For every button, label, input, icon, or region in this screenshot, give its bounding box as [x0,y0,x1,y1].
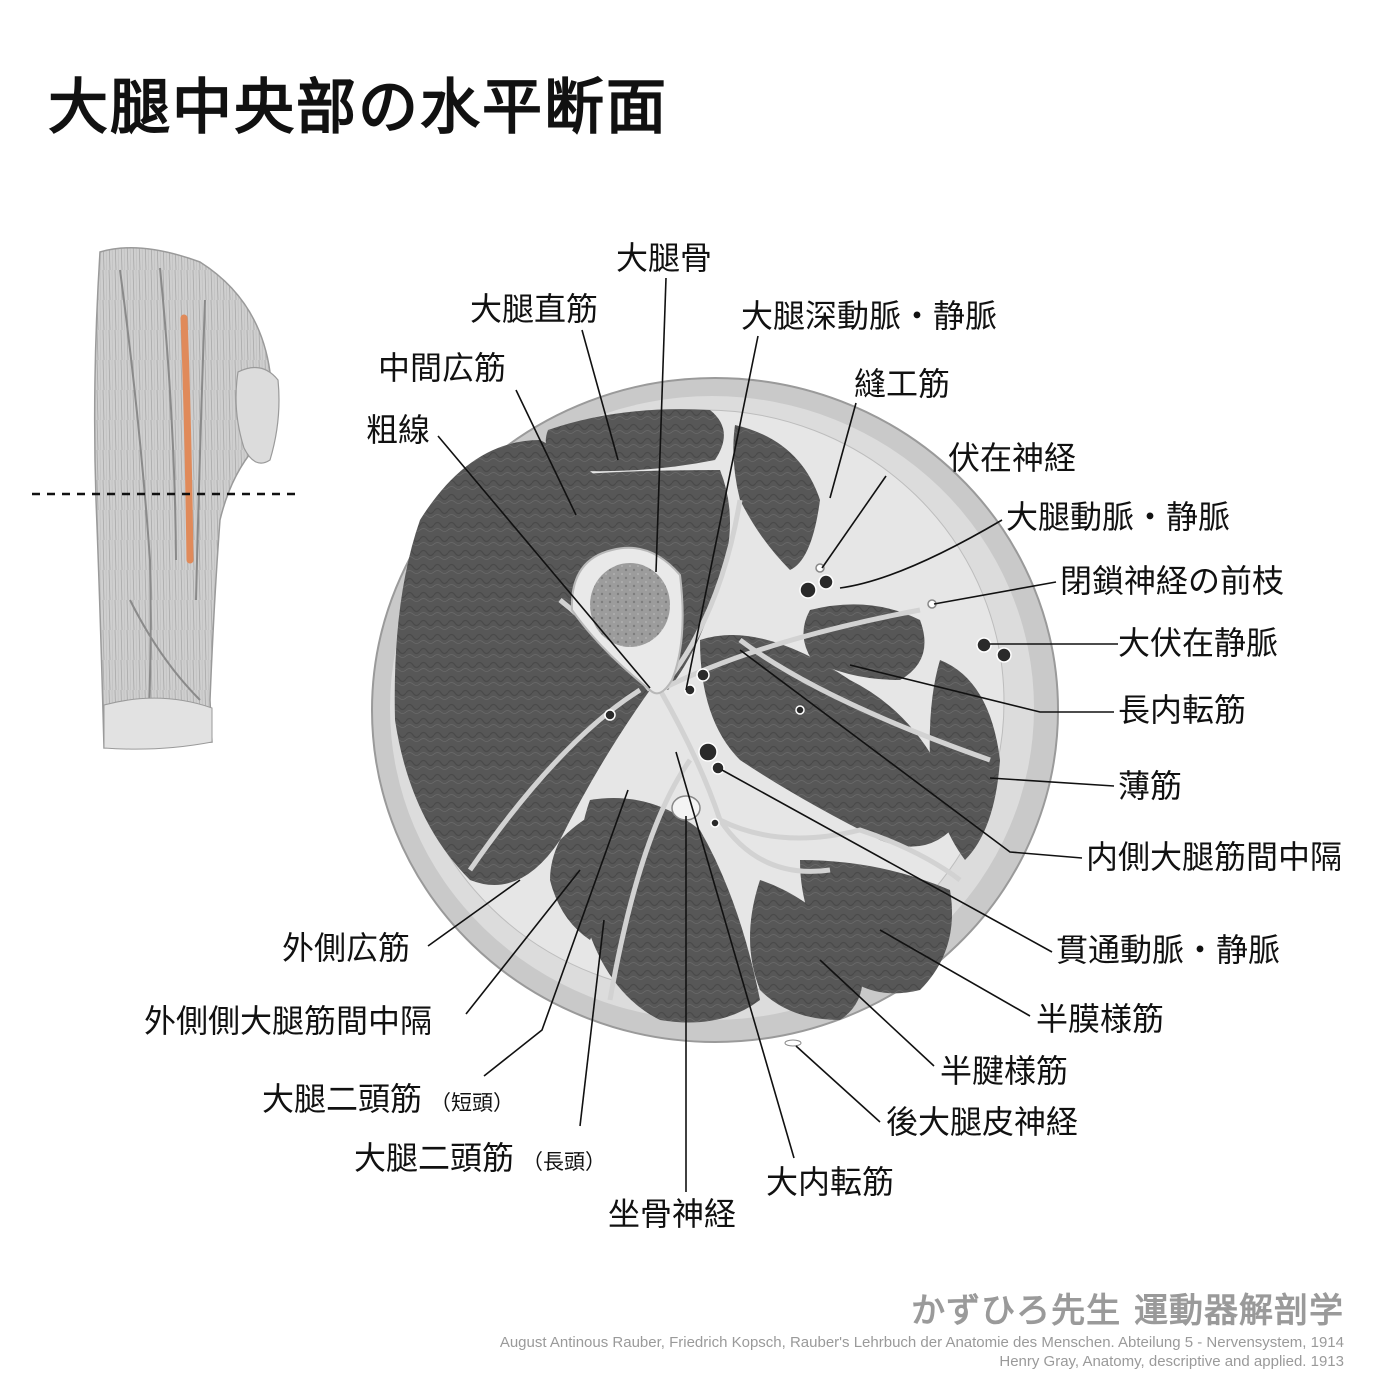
gracilis-region [929,660,1000,860]
label-biceps-long-sub: （長頭） [522,1150,607,1174]
leader-biceps-long [579,919,605,1127]
leader-sartorius [829,402,857,499]
label-rectus-femoris: 大腿直筋 [470,290,599,328]
label-linea-aspera: 粗線 [366,411,431,449]
vessels [604,563,1012,828]
leader-posterior-cutaneous [795,1045,881,1123]
leader-perforating [721,769,1053,953]
leader-semitendinosus [819,959,935,1067]
label-obturator-anterior-branch: 閉鎖神経の前枝 [1060,562,1285,600]
adductor-region [700,635,960,847]
label-semimembranosus: 半膜様筋 [1036,1000,1165,1038]
semitendinosus-region [750,880,863,1020]
label-biceps-long-main: 大腿二頭筋 [354,1139,515,1177]
leader-rectus-femoris [581,329,619,461]
leader-vastus-intermedius [515,389,577,516]
leader-linea-aspera [437,435,651,689]
label-adductor-magnus: 大内転筋 [766,1163,895,1201]
leader-adductor-longus [849,664,1114,713]
label-femoral-vessels: 大腿動脈・静脈 [1006,498,1231,536]
leader-vastus-lateralis [427,879,521,947]
leader-femoral-vessels [839,519,1003,589]
page-title: 大腿中央部の水平断面 [48,73,668,143]
sartorius-region [733,425,820,570]
biceps-femoris-region [578,798,760,1023]
thigh-cross-section [371,377,1059,1047]
label-vastus-intermedius: 中間広筋 [378,349,507,387]
label-deep-femoral-vessels: 大腿深動脈・静脈 [741,297,998,335]
leader-semimembranosus [879,929,1031,1017]
label-biceps-femoris-short: 大腿二頭筋 （短頭） [262,1083,514,1115]
leader-deep-femoral [685,335,759,691]
brand-watermark: かずひろ先生 運動器解剖学 [911,1291,1344,1331]
thigh-outline [93,247,276,749]
femur-marrow [590,563,670,647]
genital-region [235,366,280,464]
thigh-overview-illustration [32,247,300,750]
adductor-longus-region [803,604,925,680]
posterior-cutaneous-nerve [784,1039,802,1047]
label-posterior-femoral-cutaneous-nerve: 後大腿皮神経 [886,1103,1079,1141]
label-perforating-vessels: 貫通動脈・静脈 [1056,931,1281,969]
label-semitendinosus: 半腱様筋 [940,1052,1069,1090]
label-vastus-lateralis: 外側広筋 [282,929,411,967]
label-adductor-longus: 長内転筋 [1118,691,1247,729]
rectus-femoris-region [545,409,724,472]
leader-gracilis [989,777,1115,787]
label-lateral-intermuscular-septum: 外側側大腿筋間中隔 [144,1002,433,1040]
femoral-artery-highlight [180,314,194,564]
label-great-saphenous-vein: 大伏在静脈 [1118,624,1279,662]
leader-lateral-septum [465,869,581,1015]
label-femur: 大腿骨 [616,239,713,277]
knee-region [103,697,213,750]
label-biceps-short-sub: （短頭） [430,1091,515,1115]
leader-saphenous-nerve [821,475,887,569]
credit-rauber: August Antinous Rauber, Friedrich Kopsch… [499,1334,1344,1351]
muscle-contours [119,267,206,736]
label-biceps-femoris-long: 大腿二頭筋 （長頭） [354,1142,606,1174]
label-gracilis: 薄筋 [1118,767,1183,805]
credit-gray: Henry Gray, Anatomy, descriptive and app… [999,1353,1344,1370]
leader-adductor-magnus [675,751,795,1159]
label-sartorius: 縫工筋 [854,365,951,403]
label-saphenous-nerve: 伏在神経 [948,439,1077,477]
leader-medial-septum [739,649,1083,859]
leader-obturator [933,581,1057,605]
leader-femur [655,277,667,573]
label-biceps-short-main: 大腿二頭筋 [262,1080,423,1118]
label-sciatic-nerve: 坐骨神経 [608,1195,737,1233]
leader-biceps-short [483,789,629,1077]
label-medial-intermuscular-septum: 内側大腿筋間中隔 [1086,838,1343,876]
leader-lines [427,277,1118,1192]
